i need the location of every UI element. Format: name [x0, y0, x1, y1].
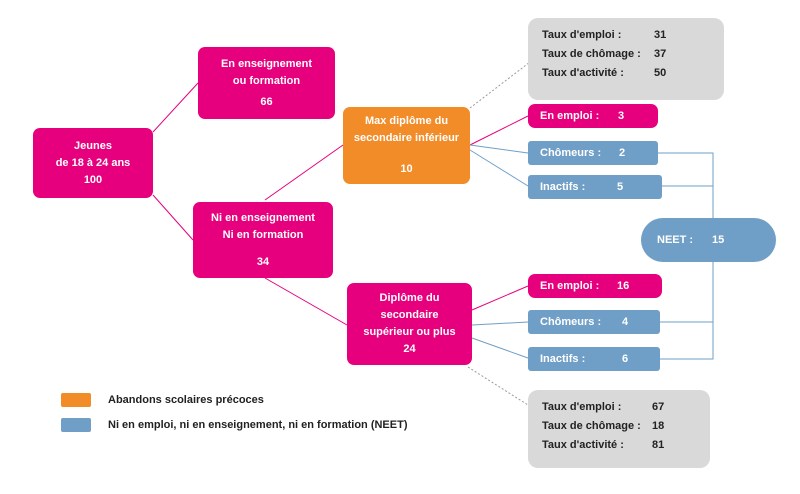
- edge-upper-employed: [471, 285, 529, 311]
- education-line2: ou formation: [232, 74, 301, 87]
- legend-swatch-blue: [61, 418, 91, 432]
- rates-lower-label: Taux de chômage :: [542, 48, 641, 60]
- neet-label: NEET :: [657, 234, 694, 246]
- edge-root-not-education: [152, 194, 194, 241]
- lower-inactive-box: Inactifs : 5: [528, 175, 662, 199]
- rates-upper-label: Taux de chômage :: [542, 420, 641, 432]
- lower-inactive-value: 5: [617, 180, 624, 193]
- upper-inactive-box: Inactifs : 6: [528, 347, 660, 371]
- rates-upper-value: 67: [652, 401, 665, 413]
- edge-neither-upper: [264, 277, 348, 326]
- upper-secondary-line2: secondaire: [380, 309, 439, 321]
- rates-lower-value: 37: [654, 48, 667, 60]
- root-box: Jeunes de 18 à 24 ans 100: [33, 128, 153, 198]
- rates-upper-value: 18: [652, 420, 665, 432]
- not-education-value: 34: [256, 255, 270, 268]
- not-education-box: Ni en enseignement Ni en formation 34: [193, 202, 333, 278]
- rates-upper-box: Taux d'emploi : 67 Taux de chômage : 18 …: [528, 390, 710, 468]
- root-line2: de 18 à 24 ans: [55, 156, 131, 169]
- rates-upper-row: Taux de chômage : 18: [542, 417, 710, 436]
- edge-lower-rates: [469, 61, 531, 109]
- legend-label-neet: Ni en emploi, ni en enseignement, ni en …: [108, 419, 408, 431]
- lower-inactive-label: Inactifs :: [540, 180, 586, 193]
- upper-inactive-label: Inactifs :: [540, 352, 586, 365]
- edge-upper-rates: [467, 366, 529, 406]
- not-education-line1: Ni en enseignement: [211, 211, 315, 224]
- upper-secondary-line3: supérieur ou plus: [363, 326, 456, 338]
- education-value: 66: [260, 95, 273, 108]
- upper-employed-value: 16: [617, 279, 630, 292]
- lower-secondary-box: Max diplôme du secondaire inférieur 10: [343, 107, 470, 184]
- rates-lower-row: Taux d'activité : 50: [542, 64, 724, 83]
- lower-secondary-line1: Max diplôme du: [364, 115, 449, 127]
- rates-upper-row: Taux d'emploi : 67: [542, 398, 710, 417]
- upper-secondary-line1: Diplôme du: [379, 292, 440, 304]
- upper-secondary-box: Diplôme du secondaire supérieur ou plus …: [347, 283, 472, 365]
- edge-neither-lower: [264, 144, 344, 201]
- rates-upper-label: Taux d'activité :: [542, 439, 624, 451]
- lower-unemployed-value: 2: [619, 146, 626, 159]
- rates-upper-value: 81: [652, 439, 665, 451]
- upper-unemployed-value: 4: [622, 315, 629, 328]
- education-box: En enseignement ou formation 66: [198, 47, 335, 119]
- rates-lower-value: 31: [654, 29, 667, 41]
- rates-lower-row: Taux d'emploi : 31: [542, 26, 724, 45]
- upper-unemployed-box: Chômeurs : 4: [528, 310, 660, 334]
- lower-unemployed-label: Chômeurs :: [540, 146, 602, 159]
- rates-lower-box: Taux d'emploi : 31 Taux de chômage : 37 …: [528, 18, 724, 100]
- neet-value: 15: [712, 234, 725, 246]
- lower-secondary-value: 10: [400, 163, 413, 175]
- upper-employed-box: En emploi : 16: [528, 274, 662, 298]
- root-value: 100: [83, 173, 103, 186]
- lower-employed-box: En emploi : 3: [528, 104, 658, 128]
- rates-lower-row: Taux de chômage : 37: [542, 45, 724, 64]
- legend-swatch-orange: [61, 393, 91, 407]
- edge-lower-unemployed: [469, 144, 529, 154]
- rates-lower-label: Taux d'emploi :: [542, 29, 622, 41]
- edge-lower-inactive: [469, 149, 529, 187]
- upper-secondary-value: 24: [403, 343, 416, 355]
- edge-upper-unemployed: [471, 321, 529, 326]
- rates-upper-row: Taux d'activité : 81: [542, 436, 710, 455]
- root-line1: Jeunes: [74, 139, 112, 152]
- rates-lower-value: 50: [654, 67, 667, 79]
- edge-upper-inactive: [471, 337, 529, 359]
- not-education-line2: Ni en formation: [222, 228, 304, 241]
- education-line1: En enseignement: [220, 57, 313, 70]
- lower-employed-value: 3: [618, 109, 625, 122]
- upper-inactive-value: 6: [622, 352, 629, 365]
- legend-label-early-leavers: Abandons scolaires précoces: [108, 394, 264, 406]
- lower-employed-label: En emploi :: [540, 109, 600, 122]
- neet-box: NEET : 15: [641, 218, 776, 262]
- lower-unemployed-box: Chômeurs : 2: [528, 141, 658, 165]
- upper-employed-label: En emploi :: [540, 279, 600, 292]
- rates-lower-label: Taux d'activité :: [542, 67, 624, 79]
- edge-root-education: [152, 82, 199, 133]
- edge-lower-employed: [469, 115, 529, 146]
- upper-unemployed-label: Chômeurs :: [540, 315, 602, 328]
- lower-secondary-line2: secondaire inférieur: [353, 132, 460, 144]
- rates-upper-label: Taux d'emploi :: [542, 401, 622, 413]
